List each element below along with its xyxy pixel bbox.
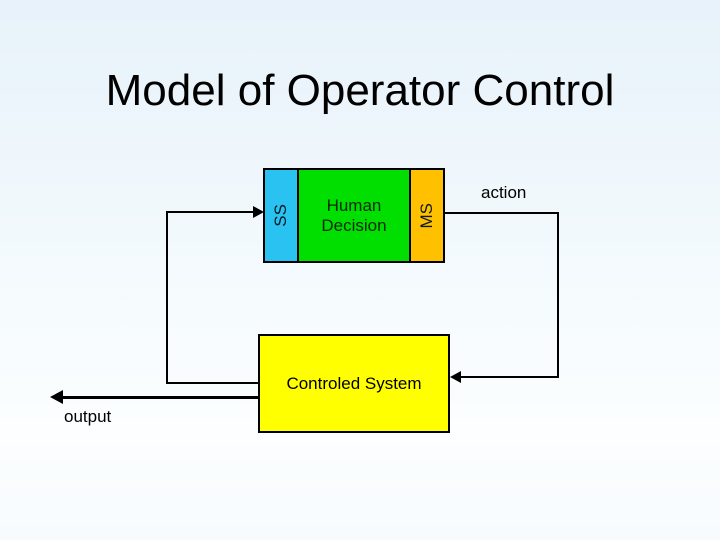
feedback-line-vertical [166, 211, 168, 383]
arrowhead-output-icon [50, 390, 63, 404]
slide-title: Model of Operator Control [105, 66, 615, 115]
human-decision-line2: Decision [321, 215, 387, 235]
action-label: action [481, 183, 527, 202]
controlled-system-label: Controled System [286, 373, 422, 393]
ss-panel: SS [265, 170, 299, 261]
decision-block: SS Human Decision MS [263, 168, 445, 263]
human-decision-line1: Human [326, 195, 382, 215]
arrowhead-into-ss-icon [253, 206, 264, 218]
human-decision-panel: Human Decision [299, 170, 409, 261]
action-line-vertical [557, 212, 559, 378]
output-line [60, 396, 258, 399]
arrowhead-into-controlled-system-icon [450, 371, 461, 383]
output-label: output [64, 407, 112, 426]
human-decision-label: Human Decision [321, 196, 386, 236]
action-line-bottom [459, 376, 559, 378]
action-line-top [445, 212, 559, 214]
ms-label: MS [417, 202, 436, 229]
ss-label: SS [271, 204, 290, 227]
feedback-line-top [166, 211, 256, 213]
feedback-line-bottom [166, 382, 258, 384]
controlled-system-box: Controled System [258, 334, 450, 433]
ms-panel: MS [409, 170, 443, 261]
